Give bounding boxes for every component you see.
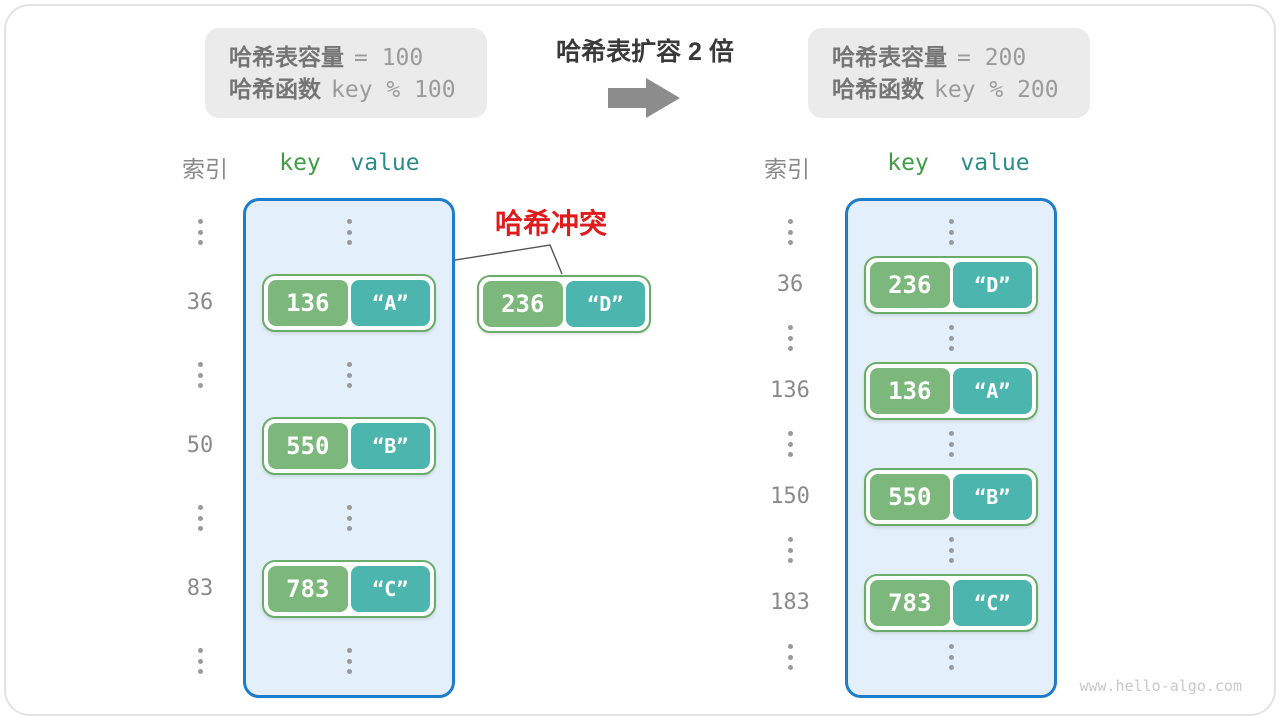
hash-function-value: key % 100 — [331, 76, 456, 103]
ellipsis-icon — [197, 505, 203, 531]
left-value-header: value — [350, 150, 420, 176]
index-label: 36 — [186, 290, 214, 315]
index-label: 36 — [776, 272, 804, 297]
ellipsis-icon — [787, 431, 793, 457]
ellipsis-icon — [346, 362, 352, 388]
value-box: “B” — [350, 423, 430, 469]
value-box: “D” — [565, 281, 645, 327]
ellipsis-icon — [787, 644, 793, 670]
index-label: 150 — [770, 484, 810, 509]
ellipsis-icon — [787, 219, 793, 245]
kv-pair: 136 “A” — [864, 362, 1038, 420]
ellipsis-icon — [346, 648, 352, 674]
ellipsis-icon — [948, 644, 954, 670]
value-box: “C” — [350, 566, 430, 612]
kv-pair: 783 “C” — [864, 574, 1038, 632]
index-label: 183 — [770, 590, 810, 615]
hash-function-line: 哈希函数 key % 100 — [229, 77, 463, 102]
capacity-line: 哈希表容量 = 100 — [229, 45, 463, 70]
key-box: 550 — [870, 474, 950, 520]
key-box: 236 — [870, 262, 950, 308]
ellipsis-icon — [948, 537, 954, 563]
key-box: 136 — [268, 280, 348, 326]
collision-kv-pair: 236 “D” — [477, 275, 651, 333]
capacity-value: = 100 — [354, 44, 424, 71]
key-box: 236 — [483, 281, 563, 327]
ellipsis-icon — [787, 325, 793, 351]
value-box: “D” — [952, 262, 1032, 308]
kv-pair: 550 “B” — [864, 468, 1038, 526]
capacity-box-before: 哈希表容量 = 100 哈希函数 key % 100 — [205, 28, 487, 118]
capacity-label: 哈希表容量 — [229, 43, 344, 70]
capacity-box-after: 哈希表容量 = 200 哈希函数 key % 200 — [808, 28, 1090, 118]
index-label: 50 — [186, 433, 214, 458]
key-box: 783 — [870, 580, 950, 626]
capacity-line: 哈希表容量 = 200 — [832, 45, 1066, 70]
kv-pair: 236 “D” — [864, 256, 1038, 314]
kv-pair: 136 “A” — [262, 274, 436, 332]
ellipsis-icon — [948, 325, 954, 351]
ellipsis-icon — [948, 431, 954, 457]
kv-pair: 550 “B” — [262, 417, 436, 475]
index-label: 136 — [770, 378, 810, 403]
collision-label: 哈希冲突 — [494, 208, 607, 239]
left-index-header: 索引 — [182, 156, 228, 182]
kv-pair: 783 “C” — [262, 560, 436, 618]
value-box: “A” — [952, 368, 1032, 414]
right-key-header: key — [887, 150, 929, 176]
right-value-header: value — [960, 150, 1030, 176]
key-box: 783 — [268, 566, 348, 612]
capacity-label: 哈希表容量 — [832, 43, 947, 70]
value-box: “B” — [952, 474, 1032, 520]
ellipsis-icon — [197, 362, 203, 388]
right-index-header: 索引 — [764, 156, 810, 182]
ellipsis-icon — [948, 219, 954, 245]
watermark: www.hello-algo.com — [1079, 677, 1242, 695]
ellipsis-icon — [346, 505, 352, 531]
ellipsis-icon — [197, 648, 203, 674]
left-key-header: key — [279, 150, 321, 176]
index-label: 83 — [186, 576, 214, 601]
value-box: “C” — [952, 580, 1032, 626]
hash-function-label: 哈希函数 — [832, 75, 924, 102]
capacity-value: = 200 — [957, 44, 1027, 71]
page-title: 哈希表扩容 2 倍 — [556, 38, 734, 66]
value-box: “A” — [350, 280, 430, 326]
ellipsis-icon — [346, 219, 352, 245]
key-box: 550 — [268, 423, 348, 469]
hash-function-value: key % 200 — [934, 76, 1059, 103]
card-border — [4, 4, 1276, 716]
hash-function-line: 哈希函数 key % 200 — [832, 77, 1066, 102]
key-box: 136 — [870, 368, 950, 414]
hash-function-label: 哈希函数 — [229, 75, 321, 102]
ellipsis-icon — [787, 537, 793, 563]
ellipsis-icon — [197, 219, 203, 245]
